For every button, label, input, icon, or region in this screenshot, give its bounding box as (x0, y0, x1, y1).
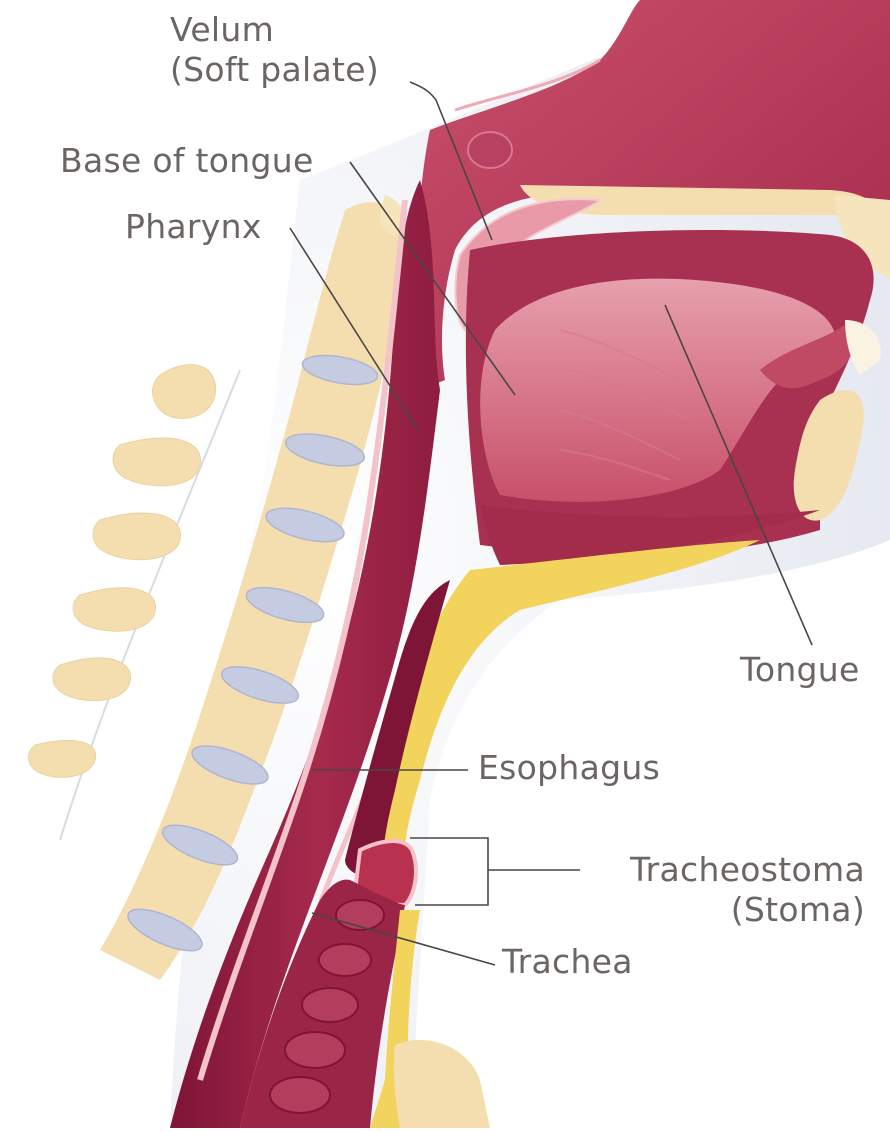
adenoid (468, 132, 512, 168)
tracheostoma-label-line-1: Tracheostoma (585, 850, 865, 890)
trachea-label: Trachea (502, 942, 633, 982)
velum-label-line-2: (Soft palate) (170, 50, 379, 90)
tongue-label: Tongue (740, 650, 860, 690)
spinous-processes (29, 365, 216, 778)
tracheostoma-label: Tracheostoma (Stoma) (585, 850, 865, 930)
tracheostoma-label-line-2: (Stoma) (585, 890, 865, 930)
velum-label: Velum (Soft palate) (170, 10, 379, 90)
pharynx-label: Pharynx (125, 207, 262, 247)
base-of-tongue-label: Base of tongue (60, 141, 314, 181)
tracheostoma-bracket (410, 838, 580, 905)
esophagus-label: Esophagus (478, 748, 660, 788)
sternum (394, 1040, 490, 1128)
velum-label-line-1: Velum (170, 10, 379, 50)
